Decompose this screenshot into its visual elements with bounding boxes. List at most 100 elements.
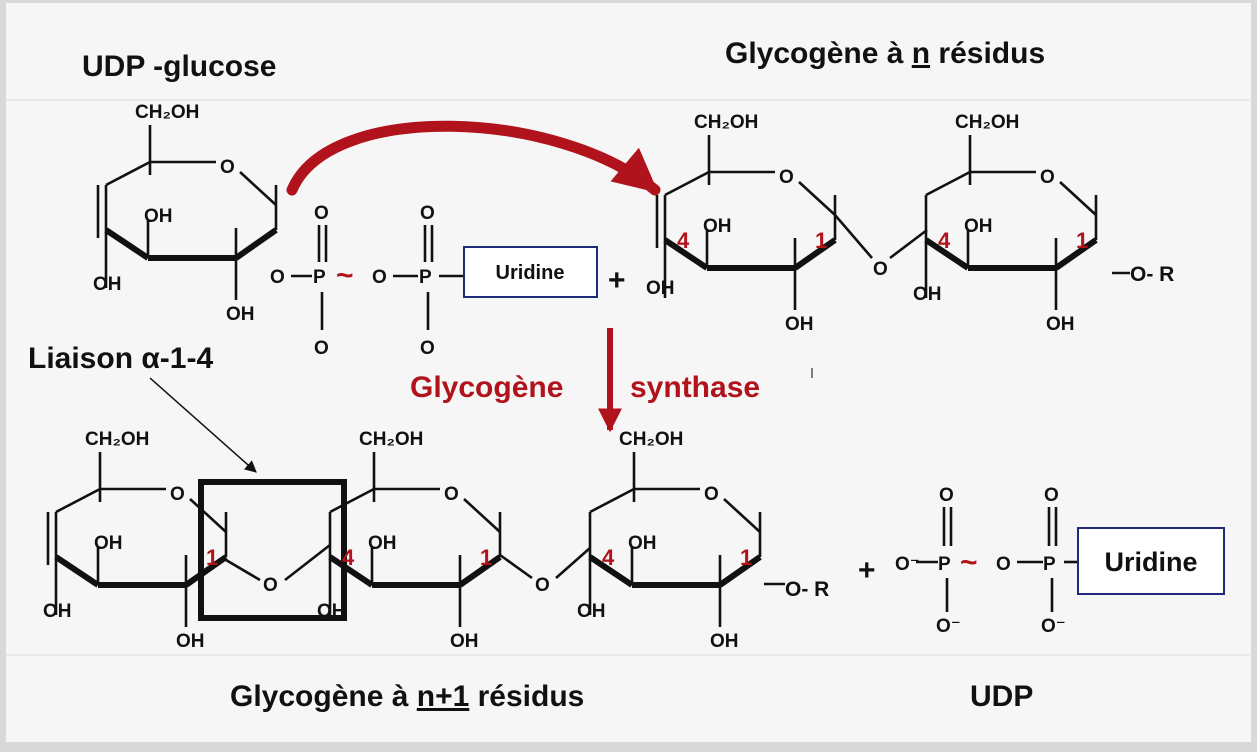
uridine-box xyxy=(1077,527,1225,595)
glycosidic-oxygen: O xyxy=(535,575,550,596)
glycosidic-oxygen: O xyxy=(873,259,888,280)
bond xyxy=(328,554,374,588)
carbon-4-label: 4 xyxy=(342,545,355,570)
bond xyxy=(463,498,501,533)
hydroxyl-c4: OH xyxy=(577,601,606,622)
carbon-1-label: 1 xyxy=(1076,228,1088,253)
linkage-label: Liaison α-1-4 xyxy=(28,342,213,375)
udp-title: UDP xyxy=(970,680,1033,713)
terminal-oxygen-anion: O⁻ xyxy=(895,554,920,575)
bond xyxy=(1059,181,1097,216)
bond xyxy=(54,554,100,588)
carbon-1-label: 1 xyxy=(815,228,827,253)
bond xyxy=(284,543,331,582)
bond xyxy=(1054,237,1098,271)
bond xyxy=(723,498,761,533)
carbon-1-label: 1 xyxy=(740,545,752,570)
hydroxyl-c3: OH xyxy=(964,216,993,237)
oxygen-anion: O⁻ xyxy=(936,616,961,637)
uridine-label: Uridine xyxy=(496,262,565,284)
bond xyxy=(329,487,375,514)
ring-oxygen-label: O xyxy=(1040,167,1055,188)
bond xyxy=(104,227,150,261)
glycogen-n1-title: Glycogène à n+1 résidus xyxy=(230,680,584,713)
bond xyxy=(924,237,970,271)
ring-oxygen-label: O xyxy=(779,167,794,188)
bond xyxy=(718,554,762,588)
ch2oh-label: CH₂OH xyxy=(135,102,199,123)
bond xyxy=(458,554,502,588)
hydroxyl-c4: OH xyxy=(43,601,72,622)
oxygen-anion: O⁻ xyxy=(1041,616,1066,637)
ch2oh-label: CH₂OH xyxy=(694,112,758,133)
udp-product: + O⁻ P O O⁻ ~ O P O O⁻ Uridine xyxy=(858,485,1225,637)
bridge-oxygen: O xyxy=(270,267,285,288)
transfer-arrow xyxy=(286,120,661,196)
enzyme-label-glycogene: Glycogène xyxy=(410,371,563,404)
bond xyxy=(664,170,710,197)
bond xyxy=(663,237,709,271)
hydroxyl-c4: OH xyxy=(93,274,122,295)
hydroxyl-c2: OH xyxy=(176,631,205,652)
bond xyxy=(925,170,971,197)
phosphoryl-oxygen: O xyxy=(1044,485,1059,506)
phosphoryl-oxygen: O xyxy=(314,203,329,224)
phosphate-oxygen: O xyxy=(314,338,329,359)
carbon-1-label: 1 xyxy=(206,545,218,570)
glycogen-n-title: Glycogène à n résidus xyxy=(725,37,1045,70)
carbon-4-label: 4 xyxy=(602,545,615,570)
ring-oxygen-label: O xyxy=(704,484,719,505)
bond xyxy=(798,181,836,216)
ch2oh-label: CH₂OH xyxy=(619,429,683,450)
bond xyxy=(499,553,533,580)
glycosidic-oxygen: O xyxy=(263,575,278,596)
bond xyxy=(55,487,101,514)
hydroxyl-c2: OH xyxy=(710,631,739,652)
bond xyxy=(105,160,151,187)
bond xyxy=(225,558,261,582)
anhydride-oxygen: O xyxy=(996,554,1011,575)
ch2oh-label: CH₂OH xyxy=(359,429,423,450)
bond xyxy=(239,171,277,206)
linkage-pointer-arrow xyxy=(149,377,257,473)
ch2oh-label: CH₂OH xyxy=(955,112,1019,133)
uridine-box xyxy=(463,246,598,298)
anhydride-oxygen: O xyxy=(372,267,387,288)
reducing-end-or: O- R xyxy=(1130,263,1174,286)
anhydride-tilde: ~ xyxy=(960,546,978,579)
phosphorus-1: P xyxy=(313,267,326,288)
hydroxyl-c2: OH xyxy=(450,631,479,652)
reducing-end-or: O- R xyxy=(785,578,829,601)
hydroxyl-c3: OH xyxy=(368,533,397,554)
bond xyxy=(555,547,591,579)
bond xyxy=(793,237,837,271)
bond xyxy=(184,554,228,588)
hydroxyl-c2: OH xyxy=(1046,314,1075,335)
udp-glucose-title: UDP -glucose xyxy=(82,50,277,83)
linkage-highlight-box xyxy=(198,479,347,621)
plus-sign: + xyxy=(608,264,626,297)
carbon-4-label: 4 xyxy=(938,228,951,253)
bond xyxy=(589,487,635,514)
hydroxyl-c4: OH xyxy=(317,601,346,622)
phosphorus-1: P xyxy=(938,554,951,575)
ch2oh-label: CH₂OH xyxy=(85,429,149,450)
phosphoryl-oxygen: O xyxy=(939,485,954,506)
carbon-1-label: 1 xyxy=(480,545,492,570)
bond xyxy=(588,554,634,588)
ring-oxygen-label: O xyxy=(170,484,185,505)
hydroxyl-c2: OH xyxy=(785,314,814,335)
hydroxyl-c3: OH xyxy=(628,533,657,554)
ring-oxygen-label: O xyxy=(444,484,459,505)
hydroxyl-c3: OH xyxy=(144,206,173,227)
anhydride-tilde: ~ xyxy=(336,259,354,292)
plus-sign: + xyxy=(858,554,876,587)
ring-oxygen-label: O xyxy=(220,157,235,178)
phosphoryl-oxygen: O xyxy=(420,203,435,224)
hydroxyl-c3: OH xyxy=(94,533,123,554)
carbon-4-label: 4 xyxy=(677,228,690,253)
glucose-rings: CH₂OHOOHOHOHCH₂OHOOHOH14CH₂OHOOHOHOH14CH… xyxy=(43,102,1098,652)
bond xyxy=(234,227,278,261)
